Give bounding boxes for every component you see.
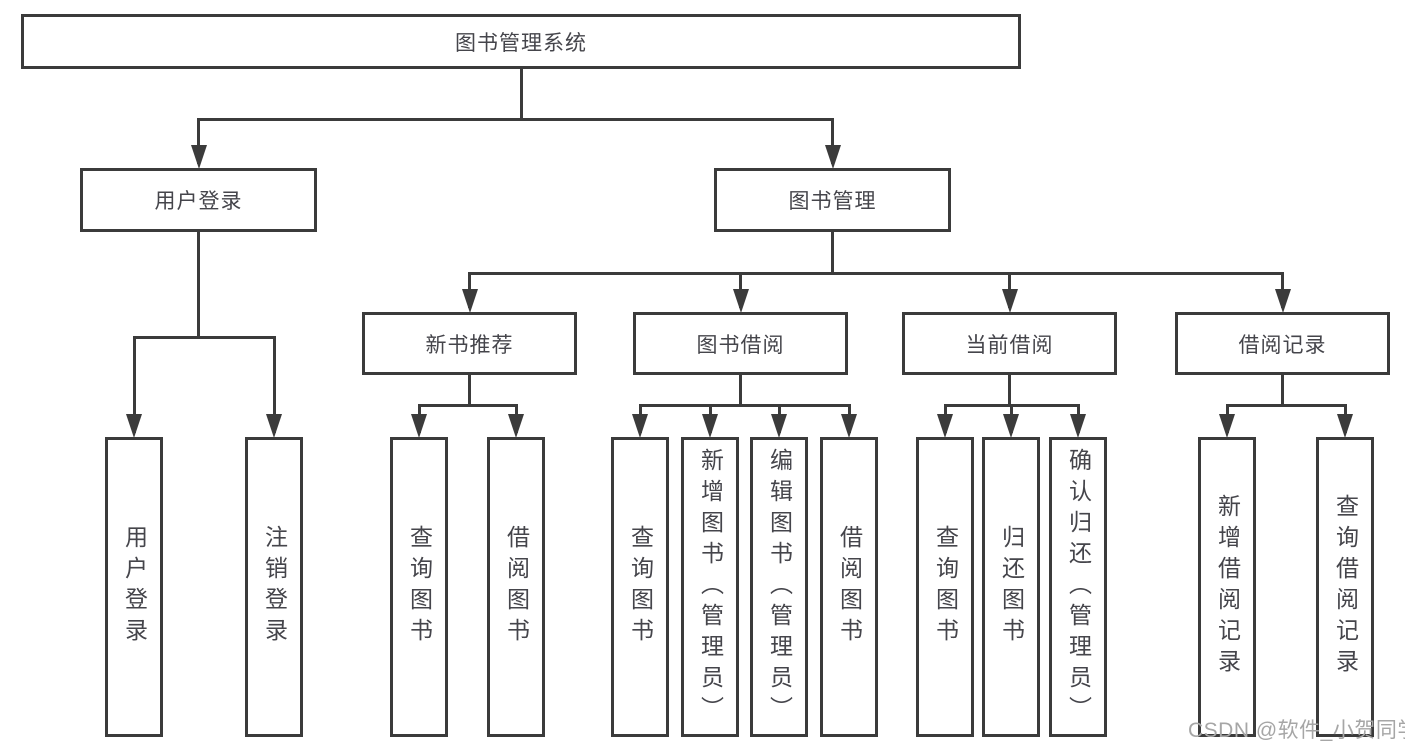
arrowhead-down-icon [732, 289, 749, 313]
node-current-borrow: 当前借阅 [902, 312, 1117, 375]
node-label: 用户登录 [154, 190, 243, 213]
connector-horizontal-line [638, 403, 851, 407]
node-label: 图书借阅 [696, 333, 785, 357]
arrowhead-down-icon [190, 145, 207, 169]
arrowhead-down-icon [771, 414, 787, 438]
connector-horizontal-line [417, 403, 518, 407]
connector-vertical-line [739, 375, 742, 405]
arrowhead-down-icon [702, 414, 718, 438]
connector-horizontal-line [1225, 403, 1347, 407]
connector-horizontal-line [468, 271, 1284, 275]
arrowhead-down-icon [632, 414, 648, 438]
arrowhead-down-icon [411, 414, 427, 438]
leaf-borrow-borrow-books: 借阅图书 [820, 437, 878, 737]
arrowhead-down-icon [266, 414, 282, 438]
connector-vertical-line [831, 119, 834, 164]
arrowhead-down-icon [937, 414, 953, 438]
leaf-logout: 注销登录 [245, 437, 303, 737]
arrowhead-down-icon [1003, 414, 1019, 438]
arrowhead-down-icon [1219, 414, 1235, 438]
leaf-label: 查询图书 [406, 525, 433, 649]
node-label: 图书管理 [788, 190, 877, 213]
leaf-current-query-books: 查询图书 [916, 437, 974, 737]
leaf-label: 借阅图书 [503, 525, 530, 649]
connector-vertical-line [132, 337, 136, 433]
leaf-label: 查询借阅记录 [1332, 494, 1359, 680]
arrowhead-down-icon [461, 289, 478, 313]
leaf-label: 新增图书（管理员） [697, 447, 724, 727]
arrowhead-down-icon [841, 414, 857, 438]
node-borrow-records: 借阅记录 [1175, 312, 1390, 375]
leaf-label: 用户登录 [121, 525, 148, 649]
node-library-system: 图书管理系统 [21, 14, 1021, 69]
arrowhead-down-icon [1001, 289, 1018, 313]
node-book-borrow: 图书借阅 [633, 312, 848, 375]
connector-vertical-line [1281, 375, 1284, 405]
connector-vertical-line [831, 232, 834, 273]
watermark: CSDN @软件_小贺同学 [1188, 719, 1405, 742]
node-label: 图书管理系统 [455, 31, 587, 55]
connector-horizontal-line [132, 335, 276, 339]
leaf-records-query-borrow-record: 查询借阅记录 [1316, 437, 1374, 737]
node-user-login: 用户登录 [80, 168, 317, 232]
leaf-records-add-borrow-record: 新增借阅记录 [1198, 437, 1256, 737]
arrowhead-down-icon [1274, 289, 1291, 313]
node-new-book-recommend: 新书推荐 [362, 312, 577, 375]
connector-vertical-line [468, 375, 471, 405]
leaf-label: 注销登录 [261, 525, 288, 649]
node-label: 当前借阅 [965, 333, 1054, 357]
leaf-user-login: 用户登录 [105, 437, 163, 737]
arrowhead-down-icon [1337, 414, 1353, 438]
leaf-borrow-add-books-admin: 新增图书（管理员） [681, 437, 739, 737]
leaf-label: 查询图书 [932, 525, 959, 649]
leaf-newbook-borrow-books: 借阅图书 [487, 437, 545, 737]
connector-vertical-line [272, 337, 276, 433]
leaf-label: 借阅图书 [836, 525, 863, 649]
arrowhead-down-icon [824, 145, 841, 169]
node-label: 新书推荐 [425, 333, 514, 357]
leaf-label: 编辑图书（管理员） [766, 447, 793, 727]
arrowhead-down-icon [1070, 414, 1086, 438]
leaf-newbook-query-books: 查询图书 [390, 437, 448, 737]
leaf-current-confirm-return-admin: 确认归还（管理员） [1049, 437, 1107, 737]
leaf-borrow-query-books: 查询图书 [611, 437, 669, 737]
leaf-label: 新增借阅记录 [1214, 494, 1241, 680]
arrowhead-down-icon [126, 414, 142, 438]
connector-horizontal-line [197, 117, 834, 121]
leaf-label: 归还图书 [998, 525, 1025, 649]
leaf-label: 查询图书 [627, 525, 654, 649]
leaf-current-return-books: 归还图书 [982, 437, 1040, 737]
leaf-borrow-edit-books-admin: 编辑图书（管理员） [750, 437, 808, 737]
node-label: 借阅记录 [1238, 333, 1327, 357]
connector-vertical-line [1008, 375, 1011, 405]
connector-vertical-line [197, 119, 200, 164]
connector-vertical-line [519, 69, 523, 119]
leaf-label: 确认归还（管理员） [1065, 447, 1092, 727]
arrowhead-down-icon [508, 414, 524, 438]
connector-vertical-line [197, 232, 200, 337]
node-book-management: 图书管理 [714, 168, 951, 232]
